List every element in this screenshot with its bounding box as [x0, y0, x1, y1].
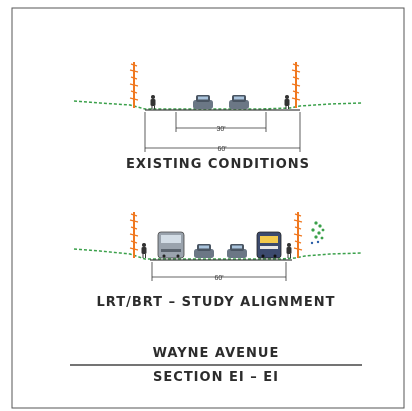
tree-icon: [129, 62, 139, 108]
alignment-dimension: 60': [151, 262, 287, 282]
existing-outer-dimension-label: 60': [217, 146, 226, 153]
existing-section: 30' 60' EXISTING CONDITIONS: [73, 62, 363, 172]
alignment-ground-line: [73, 248, 363, 260]
existing-conditions-caption: EXISTING CONDITIONS: [126, 157, 310, 172]
car-icon: [193, 95, 213, 109]
alignment-section: 60' LRT/BRT – STUDY ALIGNMENT: [73, 212, 363, 310]
pedestrian-icon: [141, 243, 147, 258]
tree-icon: [129, 212, 139, 258]
car-icon: [194, 244, 214, 258]
tree-icon: [293, 212, 303, 258]
existing-outer-dimension: 60': [144, 112, 301, 153]
existing-inner-dimension-label: 30': [216, 126, 225, 133]
car-icon: [229, 95, 249, 109]
alignment-dimension-label: 60': [214, 275, 223, 282]
study-alignment-caption: LRT/BRT – STUDY ALIGNMENT: [97, 295, 336, 310]
sheet-title: WAYNE AVENUE: [153, 346, 280, 361]
pedestrian-icon: [150, 95, 156, 109]
light-rail-vehicle-icon: [256, 231, 282, 259]
car-icon: [227, 244, 247, 258]
pedestrian-icon: [286, 243, 292, 258]
existing-inner-dimension: 30': [175, 112, 267, 133]
bus-icon: [157, 231, 185, 259]
tree-icon: [291, 62, 301, 108]
pedestrian-icon: [284, 95, 290, 109]
sheet-subtitle: SECTION EI – EI: [153, 370, 279, 385]
shrub-icon: [310, 221, 325, 245]
sheet-frame: [11, 7, 405, 409]
